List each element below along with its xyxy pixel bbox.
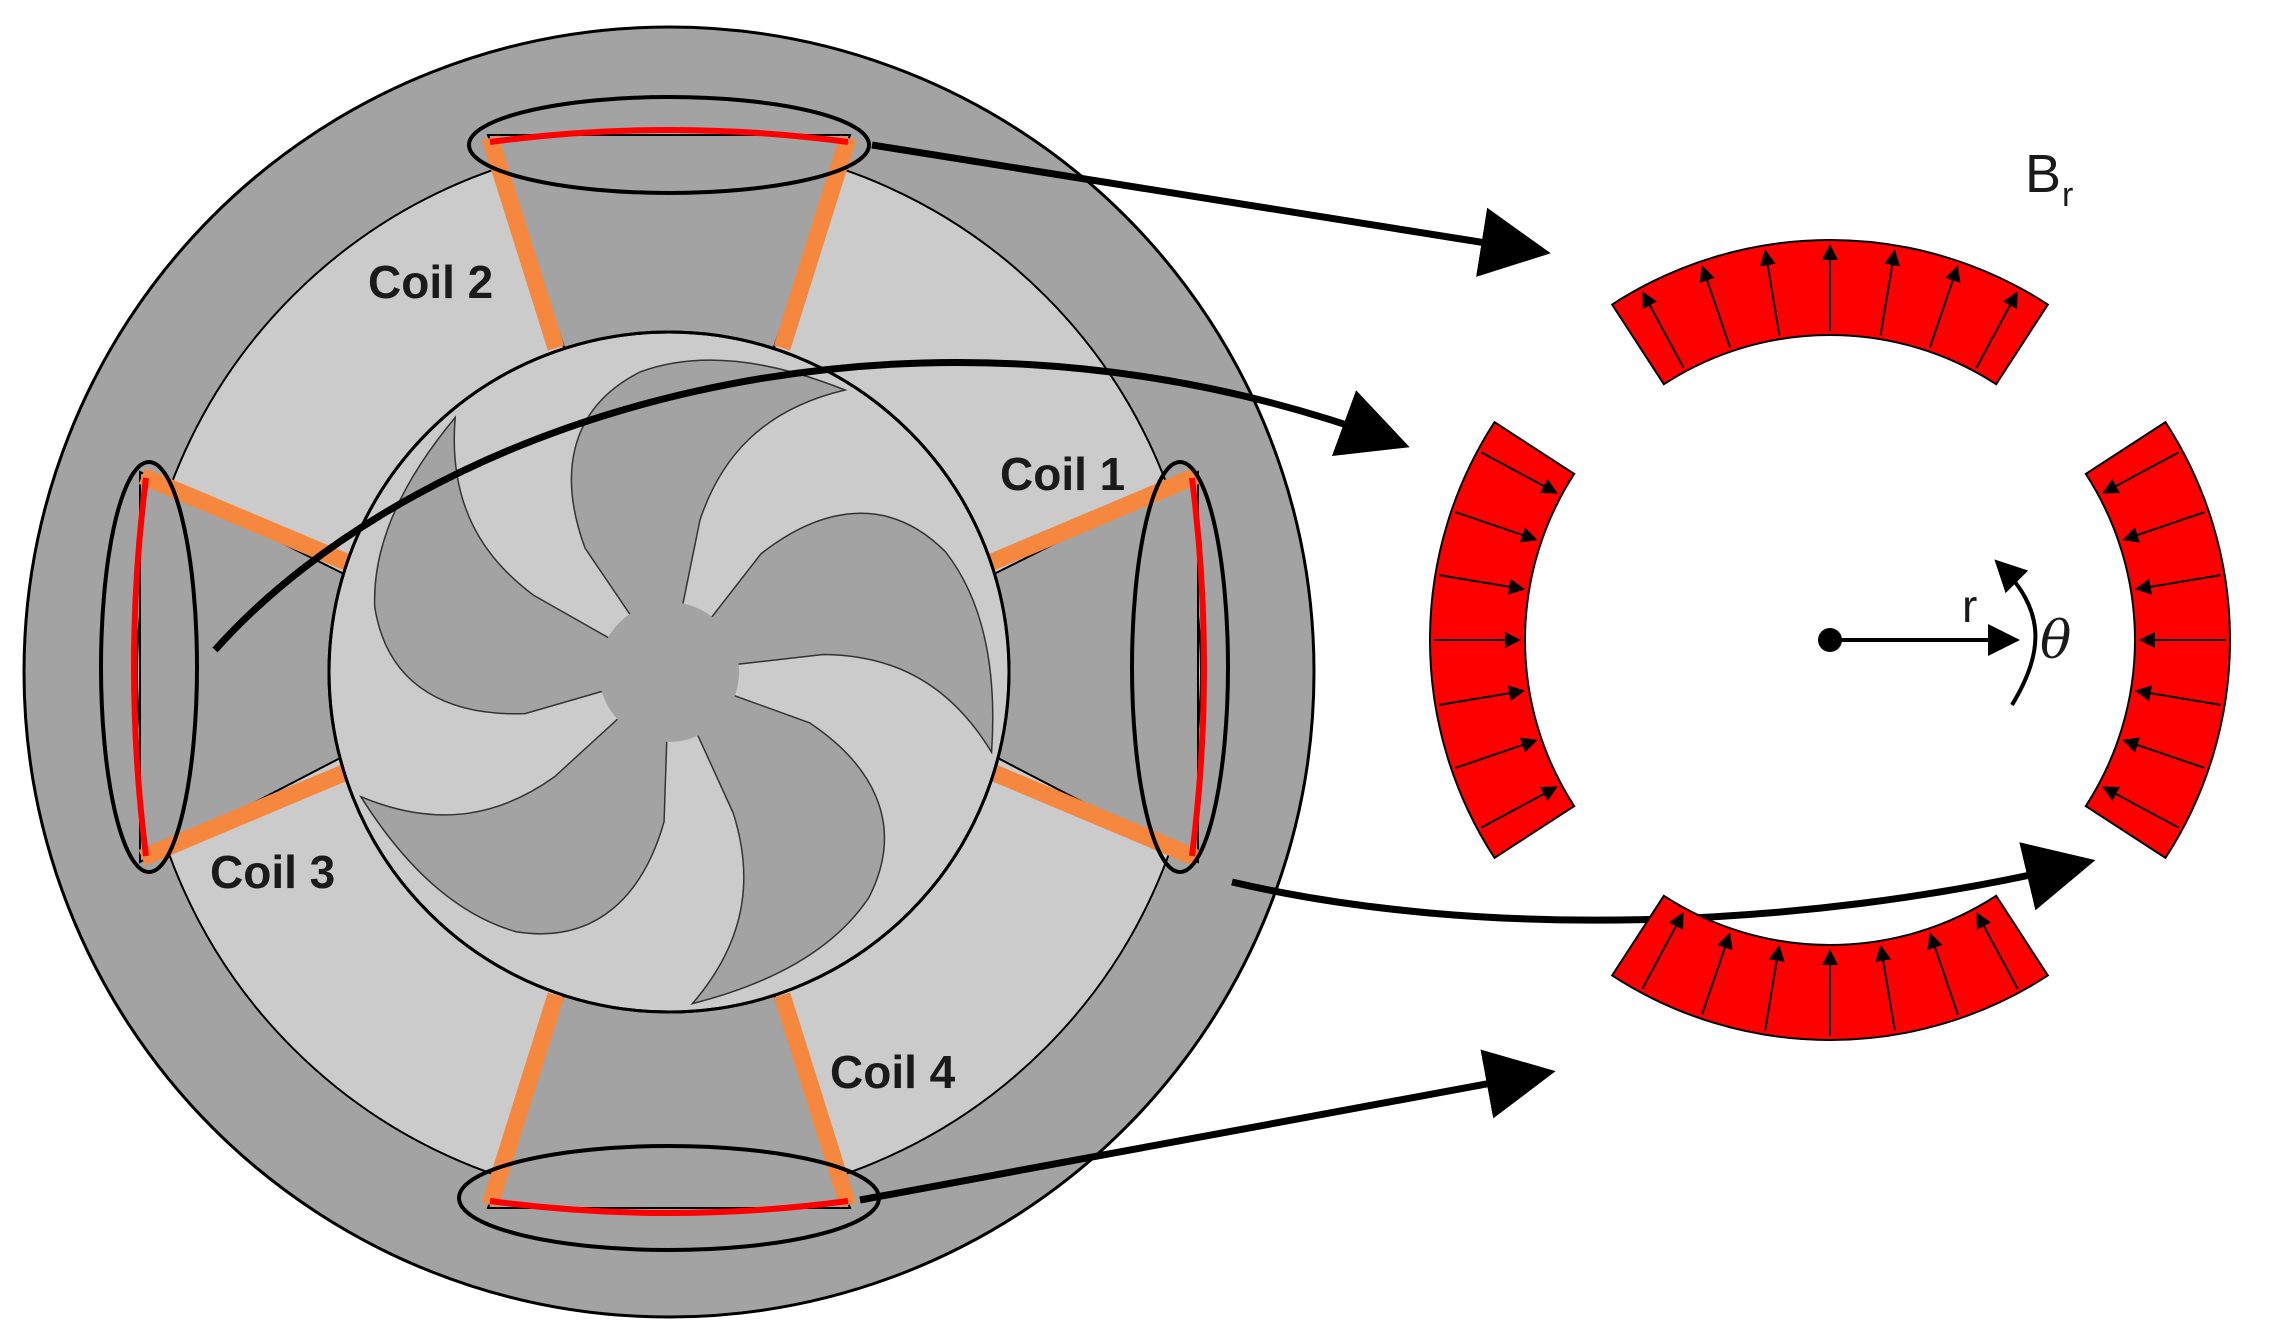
magnetization-arrow	[2122, 511, 2206, 543]
coil-3-label: Coil 3	[210, 846, 335, 898]
magnetization-arrow	[1454, 511, 1538, 543]
magnetization-arrow	[1928, 265, 1961, 348]
magnetization-arrow	[1439, 574, 1526, 595]
radial-axis-label: r	[1962, 580, 1977, 632]
magnetization-arrow	[1759, 249, 1781, 336]
magnetization-arrow	[1642, 291, 1685, 369]
magnetization-arrow	[1480, 786, 1558, 829]
magnetization-arrow	[1641, 912, 1684, 990]
magnetization-arrow	[2122, 737, 2206, 769]
angular-axis-label: θ	[2040, 611, 2071, 671]
magnetization-arrow	[1454, 737, 1538, 769]
angular-axis-arrow	[1994, 559, 2038, 707]
magnetization-arrow	[1975, 291, 2018, 369]
arrow-left	[212, 359, 1410, 653]
magnetization-arrow	[1699, 265, 1732, 348]
coil-1-label: Coil 1	[1000, 448, 1125, 500]
arrow-top	[871, 141, 1551, 277]
magnetization-arrows	[1434, 244, 2226, 1036]
magnetization-arrow	[2134, 574, 2221, 595]
magnetization-arrow	[1875, 944, 1896, 1031]
pole-magnets	[131, 127, 1207, 1216]
magnetization-arrow	[2102, 451, 2180, 494]
magnetization-arrow	[1927, 932, 1959, 1016]
arrow-right	[1231, 842, 2096, 924]
magnetization-arrow	[1439, 685, 1526, 706]
magnetization-arrow	[1480, 451, 1558, 494]
magnet-layout: B r r θ	[1428, 144, 2232, 1042]
magnetization-arrow	[2134, 685, 2221, 706]
magnetization-arrow	[1764, 944, 1785, 1031]
arrow-bottom	[859, 1049, 1556, 1204]
magnetization-arrow	[1879, 249, 1901, 336]
machine-cross-section: Coil 1 Coil 2 Coil 3 Coil 4	[22, 25, 1316, 1319]
magnetization-arrow	[1701, 932, 1733, 1016]
rotor-blades	[341, 359, 1009, 1012]
highlight-right	[1130, 460, 1230, 874]
coil-2-label: Coil 2	[368, 256, 493, 308]
magnetization-arrow	[1976, 912, 2019, 990]
mapping-arrows	[212, 141, 2096, 1204]
coil-sides	[138, 135, 1200, 1208]
highlight-left	[99, 460, 199, 874]
coil-4-label: Coil 4	[830, 1046, 956, 1098]
magnetization-arrow	[2102, 786, 2180, 829]
highlight-top	[467, 95, 871, 195]
field-label: B	[2025, 144, 2061, 204]
field-label-subscript: r	[2062, 176, 2073, 214]
highlight-ellipses	[99, 95, 1230, 1252]
